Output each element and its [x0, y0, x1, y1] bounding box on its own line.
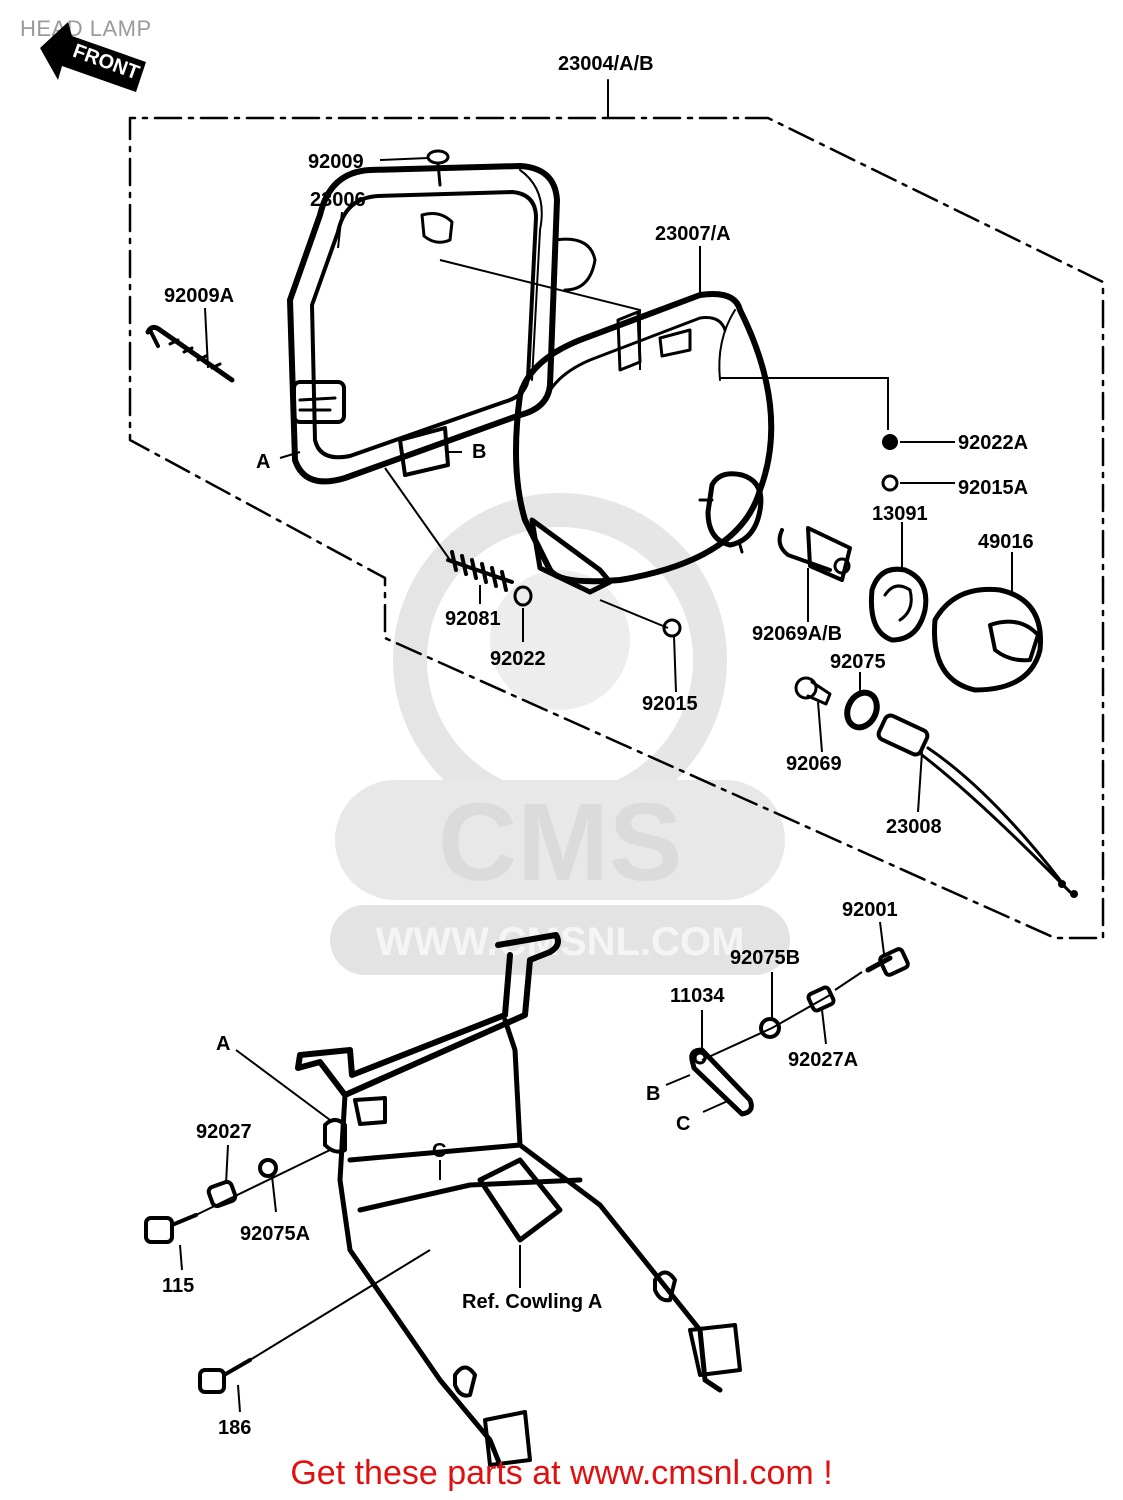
label-92022a: 92022A: [958, 432, 1028, 454]
cover-49016: [932, 586, 1043, 693]
bolt-92001: [865, 947, 910, 977]
nut-92022a: [882, 434, 898, 450]
label-23008: 23008: [886, 816, 942, 838]
collar-92027a: [806, 985, 836, 1013]
washer-92075b: [759, 1017, 781, 1039]
page-title: HEAD LAMP: [20, 16, 152, 41]
label-92027a: 92027A: [788, 1049, 858, 1071]
label-92009a: 92009A: [164, 285, 234, 307]
label-92001: 92001: [842, 899, 898, 921]
nut-92015: [662, 618, 682, 638]
front-arrow-icon: FRONT: [40, 22, 146, 92]
label-92075a: 92075A: [240, 1223, 310, 1245]
socket-13091: [868, 566, 929, 643]
label-13091: 13091: [872, 503, 928, 525]
spring-92081: [446, 550, 514, 592]
label-49016: 49016: [978, 531, 1034, 553]
label-186: 186: [218, 1417, 251, 1439]
label-23007: 23007/A: [655, 223, 731, 245]
label-ref-cowling: Ref. Cowling A: [462, 1291, 602, 1313]
washer-92075a: [258, 1158, 278, 1178]
label-23006: 23006: [310, 189, 366, 211]
watermark-brand: CMS: [438, 781, 682, 904]
label-92022: 92022: [490, 648, 546, 670]
label-c-right: C: [676, 1113, 690, 1135]
leader-lines: [179, 157, 1013, 1413]
label-92015: 92015: [642, 693, 698, 715]
label-92009: 92009: [308, 151, 364, 173]
label-92081: 92081: [445, 608, 501, 630]
label-a-lower: A: [216, 1033, 230, 1055]
label-92027: 92027: [196, 1121, 252, 1143]
bolt-115: [144, 1213, 198, 1244]
label-92075b: 92075B: [730, 947, 800, 969]
label-a-upper: A: [256, 451, 270, 473]
assembly-boundary: [128, 116, 1105, 940]
part-labels: 23004/A/B 92009 23006 23007/A 92009A A B…: [162, 53, 1034, 1439]
label-92015a: 92015A: [958, 477, 1028, 499]
cta-link-text[interactable]: Get these parts at www.cmsnl.com !: [290, 1454, 833, 1492]
label-b-lower: B: [646, 1083, 660, 1105]
label-11034: 11034: [670, 985, 725, 1007]
bolt-92009a: [145, 324, 235, 383]
bulb-92069: [794, 676, 832, 706]
label-92069ab: 92069A/B: [752, 623, 842, 645]
label-92075: 92075: [830, 651, 886, 673]
nut-92022: [513, 585, 533, 607]
bulb-92069ab: [777, 526, 852, 582]
screw-92009: [426, 149, 450, 187]
grommet-92075: [844, 689, 880, 731]
collar-92027: [206, 1179, 238, 1209]
label-23004: 23004/A/B: [558, 53, 654, 75]
label-c-frame: C: [432, 1140, 446, 1162]
label-92069: 92069: [786, 753, 842, 775]
headlamp-rim: [287, 163, 597, 485]
label-115: 115: [162, 1275, 194, 1297]
label-b-upper: B: [472, 441, 486, 463]
nut-92015a: [881, 474, 899, 492]
bolt-186: [198, 1358, 252, 1394]
wire-23008: [876, 713, 1078, 898]
headlamp-bracket-frame: [295, 932, 742, 1468]
